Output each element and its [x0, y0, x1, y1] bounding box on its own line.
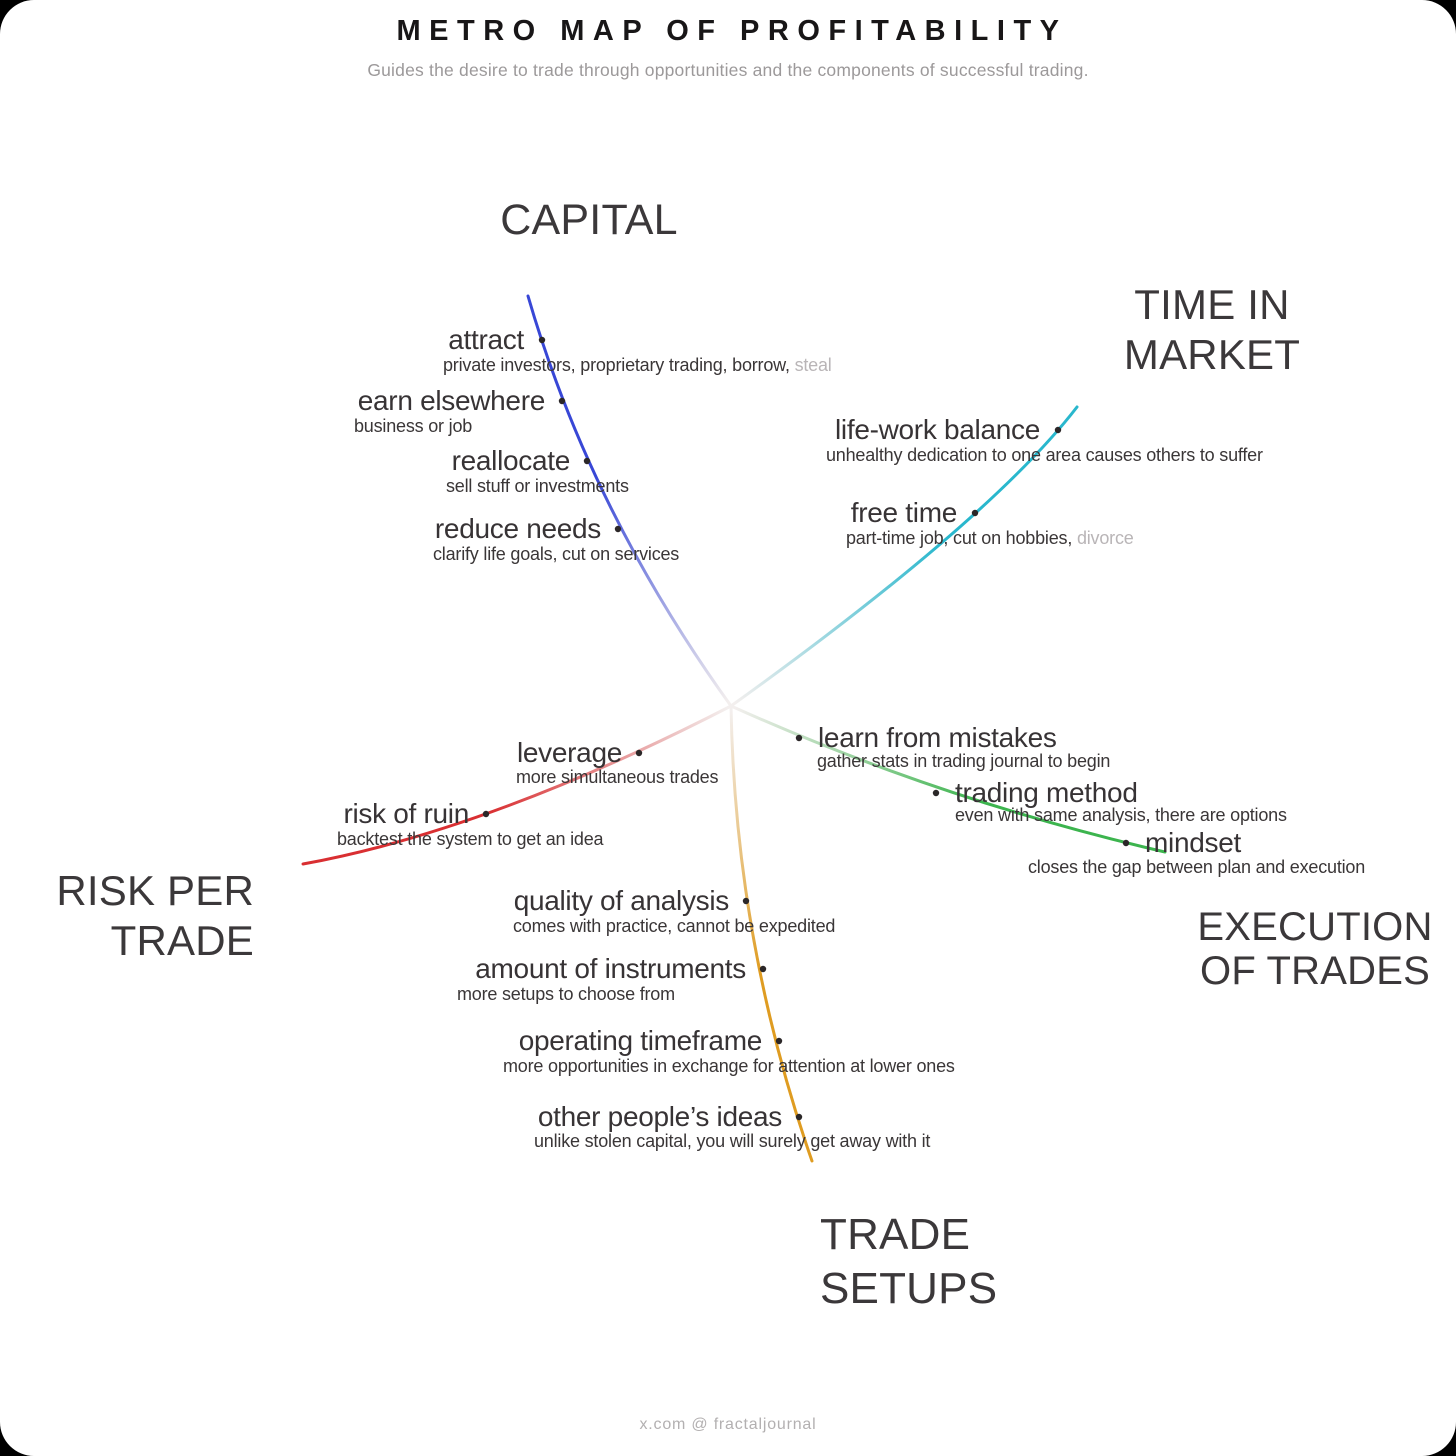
- branch-label-capital: CAPITAL: [500, 196, 677, 245]
- station-name-risk-of-ruin: risk of ruin: [343, 798, 469, 829]
- station-name-other-peoples-ideas: other people’s ideas: [537, 1101, 782, 1132]
- branch-label-trade-setups: TRADE SETUPS: [820, 1208, 997, 1316]
- station-name-mindset: mindset: [1145, 827, 1241, 858]
- station-desc-text: part-time job, cut on hobbies,: [846, 528, 1073, 548]
- station-name-amount-of-instruments: amount of instruments: [475, 953, 746, 984]
- station-desc-operating-timeframe: more opportunities in exchange for atten…: [503, 1055, 955, 1077]
- station-dot: [1054, 426, 1062, 434]
- station-dot: [759, 965, 767, 973]
- branch-line-trade-setups: [729, 704, 814, 1163]
- station-desc-text: even with same analysis, there are optio…: [955, 805, 1287, 825]
- station-desc-muted-text: steal: [789, 355, 832, 375]
- station-desc-mindset: closes the gap between plan and executio…: [1028, 856, 1365, 878]
- station-desc-text: business or job: [354, 416, 473, 436]
- station-desc-text: more simultaneous trades: [516, 767, 719, 787]
- branch-line-capital: [526, 294, 733, 708]
- station-desc-text: sell stuff or investments: [446, 476, 629, 496]
- station-desc-trading-method: even with same analysis, there are optio…: [955, 804, 1287, 826]
- station-desc-text: backtest the system to get an idea: [337, 829, 604, 849]
- station-name-operating-timeframe: operating timeframe: [518, 1025, 763, 1056]
- station-dot: [795, 734, 803, 742]
- station-dot: [635, 749, 643, 757]
- station-desc-text: unhealthy dedication to one area causes …: [826, 445, 1263, 465]
- branch-label-line: TRADE: [110, 917, 254, 964]
- station-name-learn-from-mistakes: learn from mistakes: [818, 722, 1057, 753]
- station-dot: [795, 1113, 803, 1121]
- station-name-trading-method: trading method: [955, 777, 1138, 808]
- station-desc-muted-text: divorce: [1072, 528, 1134, 548]
- branch-label-line: TRADE: [820, 1210, 971, 1259]
- branch-label-line: TIME IN: [1134, 281, 1290, 328]
- station-name-reduce-needs: reduce needs: [434, 513, 601, 544]
- branch-line-risk-per-trade: [301, 704, 733, 866]
- branch-label-line: RISK PER: [56, 867, 254, 914]
- branch-label-line: SETUPS: [820, 1264, 998, 1313]
- branch-label-execution-of-trades: EXECUTION OF TRADES: [1197, 905, 1432, 993]
- station-dot: [775, 1037, 783, 1045]
- branch-label-time-in-market: TIME IN MARKET: [1124, 280, 1300, 380]
- station-desc-learn-from-mistakes: gather stats in trading journal to begin: [817, 750, 1110, 772]
- station-name-earn-elsewhere: earn elsewhere: [357, 385, 546, 416]
- branch-label-line: MARKET: [1123, 331, 1301, 378]
- station-dot: [614, 525, 622, 533]
- station-dot: [538, 336, 546, 344]
- station-desc-text: gather stats in trading journal to begin: [817, 751, 1111, 771]
- station-desc-text: comes with practice, cannot be expedited: [513, 916, 836, 936]
- station-desc-attract: private investors, proprietary trading, …: [443, 354, 832, 376]
- branch-line-execution-of-trades: [729, 704, 1167, 854]
- station-dot: [482, 810, 490, 818]
- branch-label-line: CAPITAL: [500, 196, 678, 244]
- station-desc-reduce-needs: clarify life goals, cut on services: [433, 543, 679, 565]
- station-desc-quality-of-analysis: comes with practice, cannot be expedited: [513, 915, 835, 937]
- station-desc-text: more opportunities in exchange for atten…: [503, 1056, 955, 1076]
- station-desc-text: closes the gap between plan and executio…: [1028, 857, 1366, 877]
- station-desc-amount-of-instruments: more setups to choose from: [457, 983, 675, 1005]
- station-desc-text: more setups to choose from: [457, 984, 675, 1004]
- station-desc-reallocate: sell stuff or investments: [446, 475, 629, 497]
- station-desc-risk-of-ruin: backtest the system to get an idea: [337, 828, 604, 850]
- station-name-life-work-balance: life-work balance: [835, 414, 1040, 445]
- station-desc-free-time: part-time job, cut on hobbies, divorce: [846, 527, 1134, 549]
- branch-line-time-in-market: [729, 405, 1079, 708]
- station-desc-text: clarify life goals, cut on services: [433, 544, 680, 564]
- station-desc-text: private investors, proprietary trading, …: [443, 355, 790, 375]
- footer-credit: x.com @ fractaljournal: [639, 1416, 817, 1433]
- station-dots: [482, 336, 1130, 1121]
- station-desc-other-peoples-ideas: unlike stolen capital, you will surely g…: [534, 1130, 930, 1152]
- station-name-reallocate: reallocate: [451, 445, 571, 476]
- branch-label-line: EXECUTION: [1197, 905, 1433, 949]
- page-subtitle: Guides the desire to trade through oppor…: [367, 60, 1089, 80]
- station-desc-earn-elsewhere: business or job: [354, 415, 472, 437]
- station-dot: [971, 509, 979, 517]
- page-title: METRO MAP OF PROFITABILITY: [396, 15, 1068, 47]
- station-desc-leverage: more simultaneous trades: [516, 766, 718, 788]
- station-name-free-time: free time: [850, 497, 958, 528]
- branch-label-risk-per-trade: RISK PER TRADE: [56, 866, 254, 966]
- station-dot: [742, 897, 750, 905]
- station-name-leverage: leverage: [516, 737, 622, 768]
- station-name-attract: attract: [448, 324, 524, 355]
- station-dot: [932, 789, 940, 797]
- station-dot: [1122, 839, 1130, 847]
- station-dot: [558, 397, 566, 405]
- station-desc-life-work-balance: unhealthy dedication to one area causes …: [826, 444, 1263, 466]
- station-desc-text: unlike stolen capital, you will surely g…: [534, 1131, 931, 1151]
- branch-label-line: OF TRADES: [1200, 949, 1430, 993]
- station-name-quality-of-analysis: quality of analysis: [513, 885, 730, 916]
- station-dot: [583, 457, 591, 465]
